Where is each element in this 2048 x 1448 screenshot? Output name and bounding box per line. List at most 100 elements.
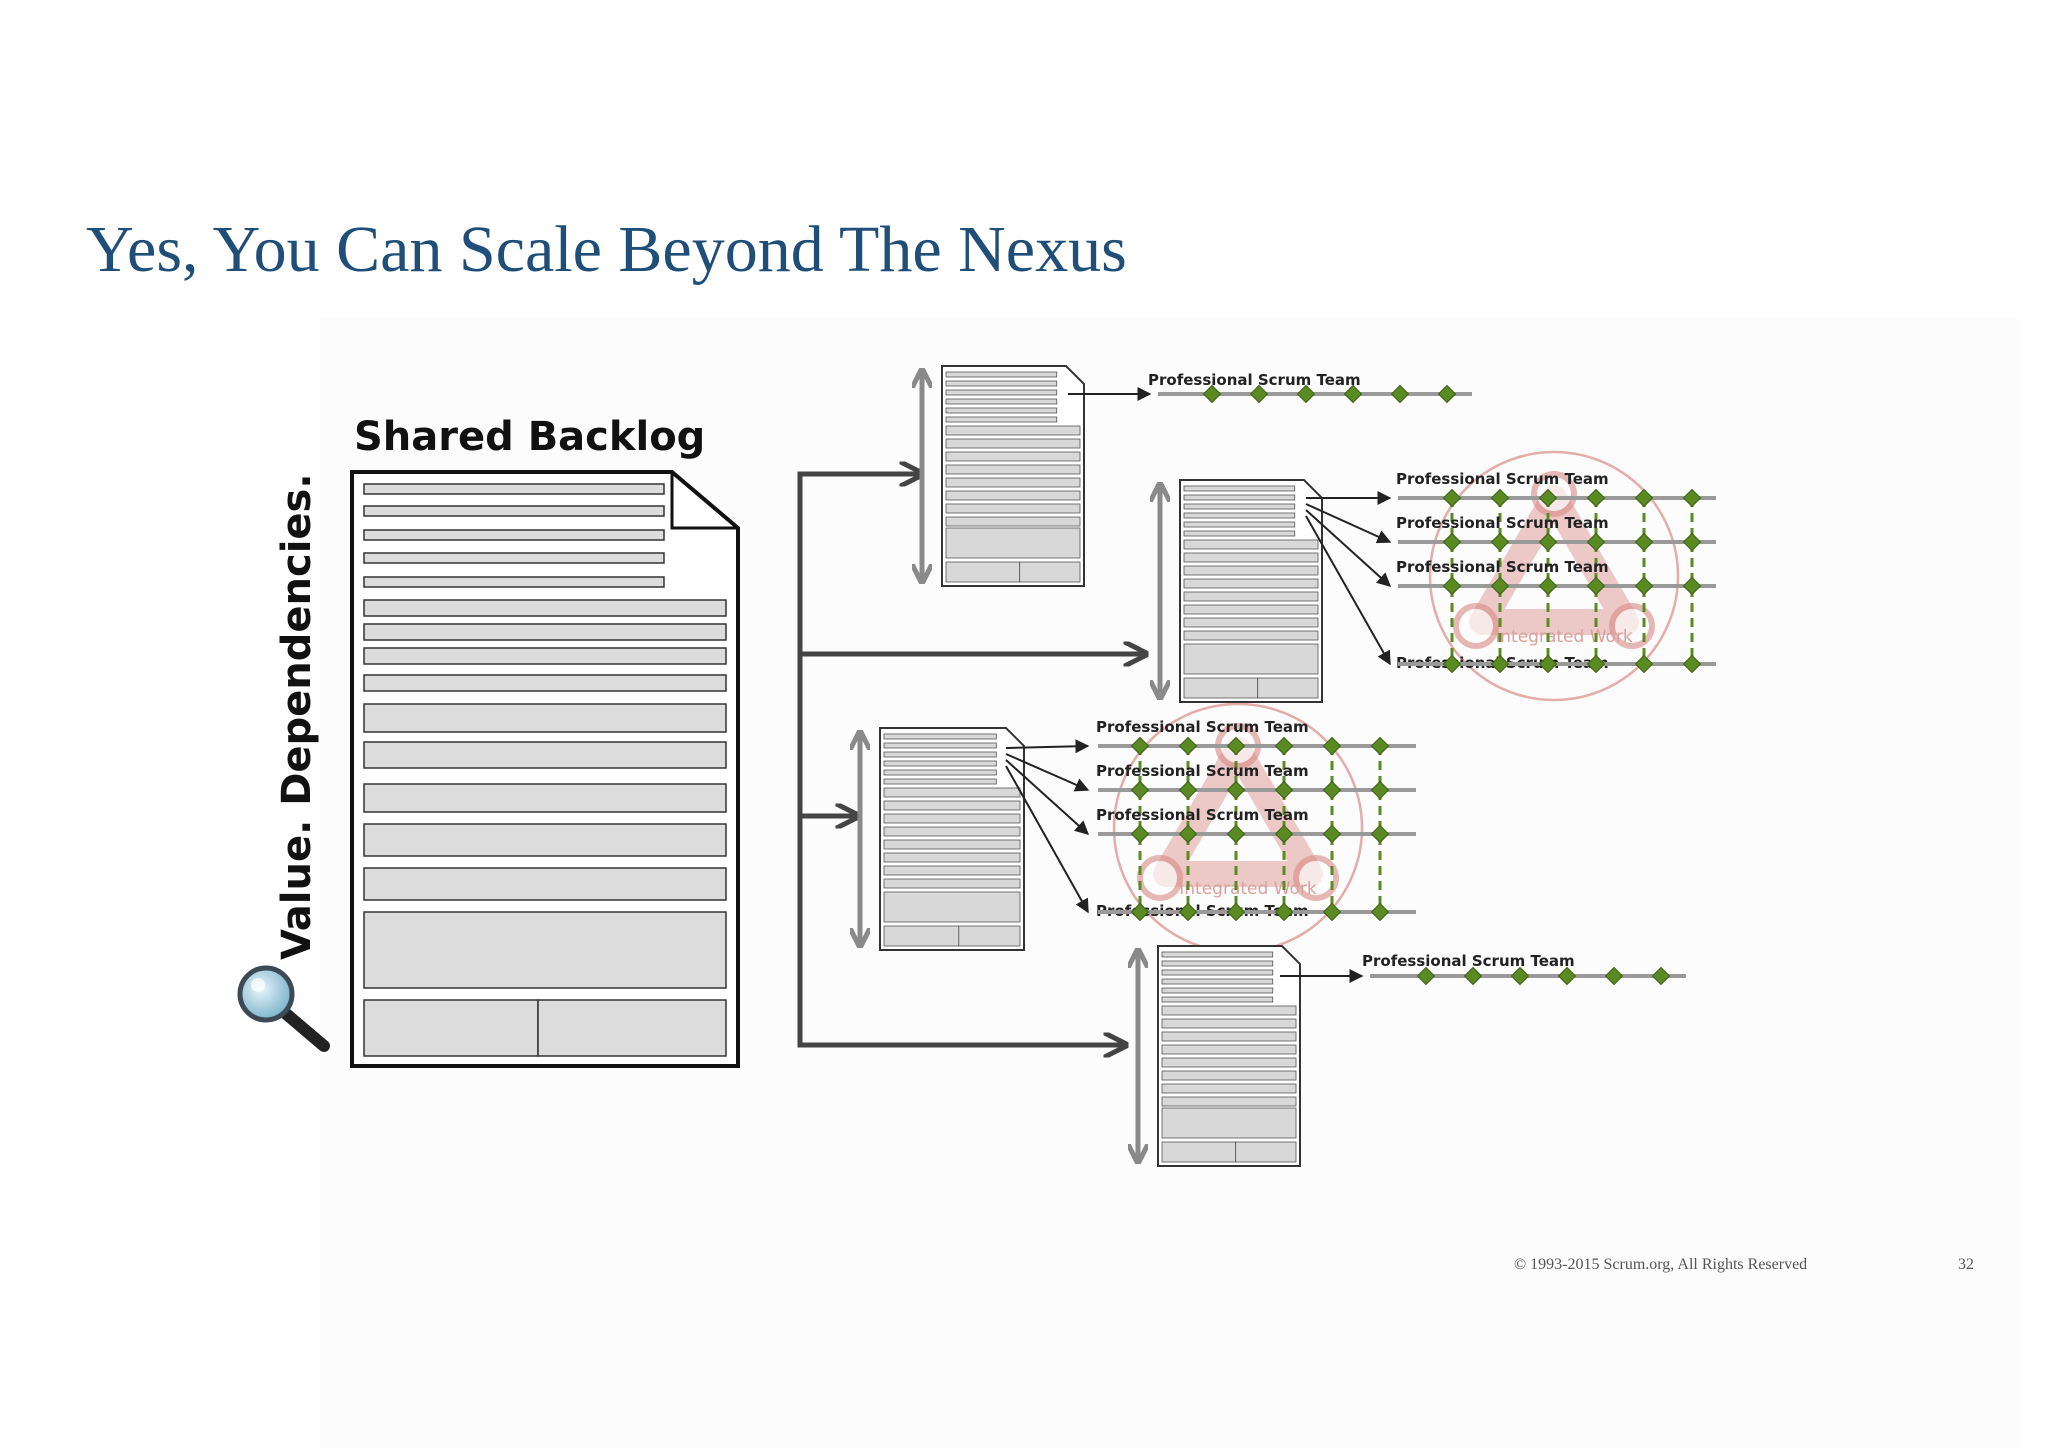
backlog-item (883, 733, 997, 740)
backlog-item (883, 852, 1021, 863)
backlog-item (945, 464, 1081, 475)
milestone-diamond (1249, 384, 1269, 404)
backlog-item (1183, 521, 1296, 528)
backlog-item (1183, 677, 1259, 699)
document-fold (670, 472, 738, 530)
backlog-item (1161, 1107, 1297, 1139)
backlog-document-d (1138, 945, 1301, 1167)
backlog-item (363, 867, 727, 901)
backlog-item (363, 552, 665, 564)
team-label: Professional Scrum Team (1096, 806, 1309, 824)
milestone-diamond (1274, 736, 1294, 756)
magnifier-icon (237, 965, 330, 1052)
backlog-item (1161, 1031, 1297, 1042)
backlog-item (945, 451, 1081, 462)
backlog-item (363, 505, 665, 517)
backlog-item (945, 371, 1058, 378)
backlog-item (958, 925, 1021, 947)
backlog-item (883, 813, 1021, 824)
milestone-diamond (1226, 902, 1246, 922)
milestone-diamond (1226, 736, 1246, 756)
milestone-diamond (1463, 966, 1483, 986)
milestone-diamond (1538, 488, 1558, 508)
backlog-item (363, 623, 727, 641)
backlog-item (945, 516, 1081, 527)
backlog-item (883, 925, 960, 947)
backlog-item (1161, 969, 1274, 976)
backlog-item (883, 769, 997, 776)
backlog-item (945, 490, 1081, 501)
milestone-diamond (1634, 488, 1654, 508)
nexus-integrated-work-2: Integrated Work (1112, 702, 1364, 954)
backlog-item (1161, 978, 1274, 985)
backlog-item (1183, 530, 1296, 537)
backlog-item (363, 911, 727, 989)
milestone-diamond (1634, 654, 1654, 674)
backlog-item (1161, 1057, 1297, 1068)
milestone-diamond (1682, 654, 1702, 674)
backlog-item (1235, 1141, 1297, 1163)
backlog-document-b (1160, 479, 1323, 703)
milestone-diamond (1130, 780, 1150, 800)
backlog-item (883, 778, 997, 785)
milestone-diamond (1370, 824, 1390, 844)
milestone-diamond (1130, 824, 1150, 844)
page-number: 32 (1958, 1256, 1974, 1273)
milestone-diamond (1557, 966, 1577, 986)
milestone-diamond (1178, 780, 1198, 800)
nexus-integrated-work-1: Integrated Work (1428, 450, 1680, 702)
backlog-item (363, 999, 539, 1057)
nexus-circle (1428, 450, 1680, 702)
backlog-item (883, 878, 1021, 889)
backlog-item (945, 380, 1058, 387)
milestone-diamond (1490, 654, 1510, 674)
nexus-node (1137, 855, 1183, 901)
shared-backlog-document (350, 470, 740, 1068)
backlog-item (1257, 677, 1319, 699)
milestone-diamond (1437, 384, 1457, 404)
milestone-diamond (1604, 966, 1624, 986)
nexus-node (1531, 471, 1577, 517)
slide-title: Yes, You Can Scale Beyond The Nexus (86, 213, 1127, 286)
backlog-item (1183, 494, 1296, 501)
milestone-diamond (1682, 532, 1702, 552)
milestone-diamond (1226, 780, 1246, 800)
milestone-diamond (1682, 576, 1702, 596)
backlog-item (1183, 591, 1319, 602)
backlog-item (363, 674, 727, 692)
backlog-item (1183, 565, 1319, 576)
backlog-item (1183, 643, 1319, 675)
milestone-diamond (1370, 736, 1390, 756)
integrated-work-label: Integrated Work (1495, 627, 1633, 647)
milestone-diamond (1322, 736, 1342, 756)
backlog-item (945, 389, 1058, 396)
team-pointer (1005, 759, 1090, 835)
backlog-item (1183, 552, 1319, 563)
milestone-diamond (1274, 824, 1294, 844)
backlog-item (1183, 617, 1319, 628)
backlog-item (363, 741, 727, 769)
backlog-item (537, 999, 727, 1057)
milestone-diamond (1538, 532, 1558, 552)
milestone-diamond (1178, 736, 1198, 756)
milestone-diamond (1370, 902, 1390, 922)
backlog-item (363, 529, 665, 541)
backlog-item (945, 398, 1058, 405)
team-pointer (1305, 509, 1392, 587)
team-label: Professional Scrum Team (1362, 952, 1575, 970)
milestone-diamond (1442, 488, 1462, 508)
backlog-item (363, 647, 727, 665)
side-caption: Value. Dependencies. (274, 473, 320, 960)
backlog-item (945, 407, 1058, 414)
backlog-item (363, 599, 727, 617)
backlog-item (1161, 1141, 1237, 1163)
backlog-item (1183, 512, 1296, 519)
backlog-item (1161, 1005, 1297, 1016)
nexus-triangle (1469, 485, 1639, 635)
backlog-item (1161, 1070, 1297, 1081)
team-pointer (1305, 515, 1391, 666)
backlog-item (363, 576, 665, 588)
backlog-item (945, 503, 1081, 514)
milestone-diamond (1130, 736, 1150, 756)
team-pointer (1305, 503, 1392, 544)
